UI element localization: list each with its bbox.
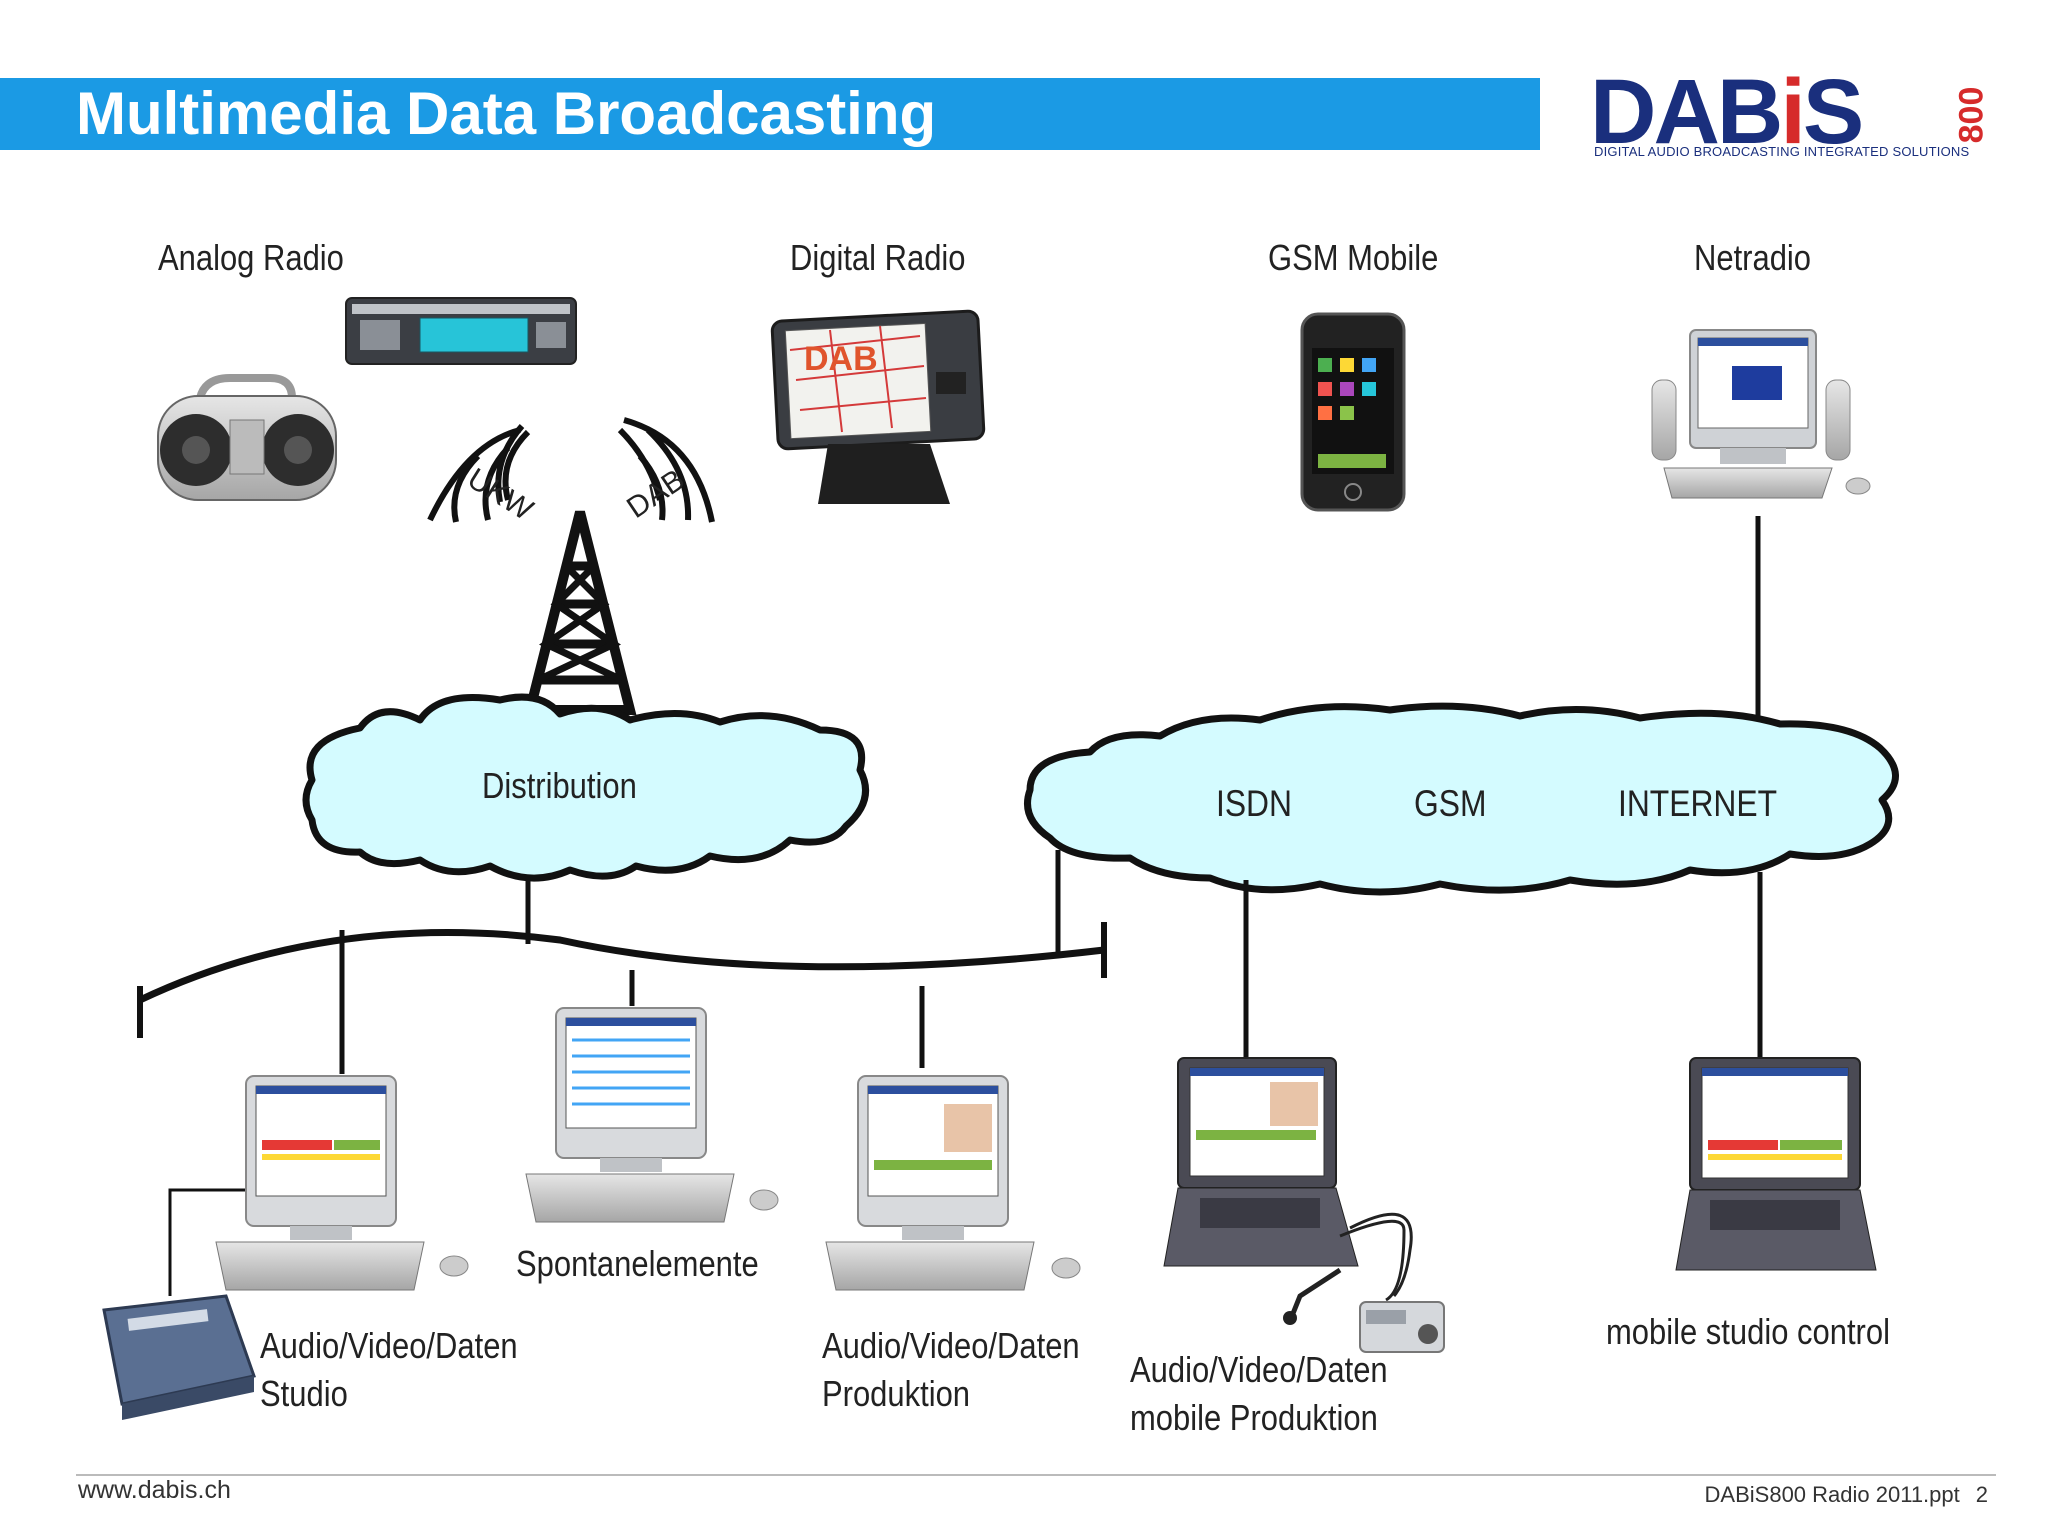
logo-word-part-2: S xyxy=(1802,61,1864,163)
gsm-label: GSM xyxy=(1414,784,1486,825)
analog-radio-label: Analog Radio xyxy=(158,237,344,278)
logo-tagline: DIGITAL AUDIO BROADCASTING INTEGRATED SO… xyxy=(1594,144,1970,159)
transmitter-tower-icon xyxy=(523,510,637,715)
gsm-mobile-label: GSM Mobile xyxy=(1268,237,1439,278)
distribution-cloud xyxy=(302,693,870,882)
studio-label-line-2: Studio xyxy=(260,1373,348,1414)
audio-mixer-icon xyxy=(102,1294,256,1420)
telecom-cloud xyxy=(1024,702,1899,896)
logo-wordmark: DABiS xyxy=(1590,66,1864,158)
studio-computer-icon xyxy=(215,1075,469,1291)
spontanelemente-label: Spontanelemente xyxy=(516,1243,759,1284)
boombox-icon xyxy=(157,374,337,501)
produktion-label: Audio/Video/Daten Produktion xyxy=(822,1322,1080,1418)
mobile-produktion-label-line-2: mobile Produktion xyxy=(1130,1397,1378,1438)
network-connections xyxy=(137,516,1763,1296)
mobile-produktion-label: Audio/Video/Daten mobile Produktion xyxy=(1130,1346,1388,1442)
produktion-label-line-1: Audio/Video/Daten xyxy=(822,1325,1080,1366)
produktion-computer-icon xyxy=(825,1075,1081,1291)
spontanelemente-computer-icon xyxy=(525,1007,779,1223)
isdn-label: ISDN xyxy=(1216,784,1292,825)
slide-title: Multimedia Data Broadcasting xyxy=(76,80,937,147)
dab-screen-text: DAB xyxy=(804,340,878,378)
netradio-label: Netradio xyxy=(1694,237,1812,278)
logo-word-part-i: i xyxy=(1780,61,1806,163)
digital-radio-label: Digital Radio xyxy=(790,237,966,278)
footer-divider xyxy=(76,1474,1996,1476)
video-camera-icon xyxy=(1359,1301,1445,1353)
internet-label: INTERNET xyxy=(1618,784,1777,825)
studio-label: Audio/Video/Daten Studio xyxy=(260,1322,518,1418)
logo-word-part-1: DAB xyxy=(1590,61,1783,163)
footer-file-name: DABiS800 Radio 2011.ppt xyxy=(1704,1482,1960,1507)
mobile-production-laptop-icon xyxy=(1163,1057,1413,1325)
mobile-studio-control-laptop-icon xyxy=(1675,1057,1877,1271)
mobile-produktion-label-line-1: Audio/Video/Daten xyxy=(1130,1349,1388,1390)
title-bar xyxy=(0,78,1540,150)
car-radio-icon xyxy=(345,297,577,365)
footer-file-info: DABiS800 Radio 2011.ppt 2 xyxy=(1705,1482,1988,1508)
studio-label-line-1: Audio/Video/Daten xyxy=(260,1325,518,1366)
dabis-logo: DABiS 800 DIGITAL AUDIO BROADCASTING INT… xyxy=(1590,66,2002,166)
netradio-computer-icon xyxy=(1651,329,1871,499)
smartphone-icon xyxy=(1300,312,1406,512)
mobile-studio-control-label: mobile studio control xyxy=(1606,1311,1890,1352)
distribution-label: Distribution xyxy=(482,767,637,807)
digital-radio-icon: DAB xyxy=(770,309,986,504)
footer-page-number: 2 xyxy=(1975,1482,1988,1507)
radio-waves-icon xyxy=(427,417,715,523)
footer-url: www.dabis.ch xyxy=(78,1476,231,1504)
produktion-label-line-2: Produktion xyxy=(822,1373,971,1414)
